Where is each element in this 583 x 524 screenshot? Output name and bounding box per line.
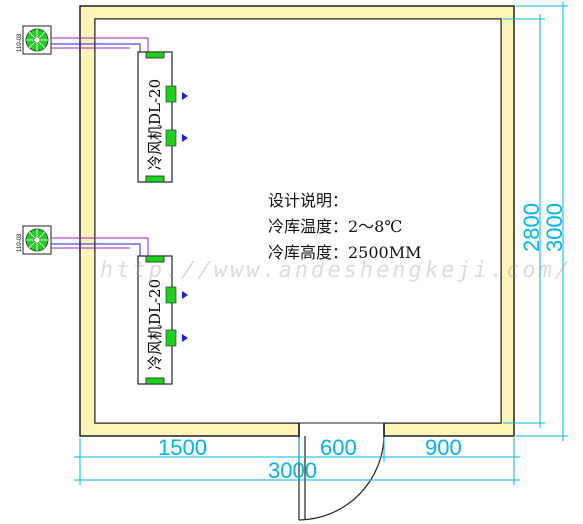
airflow-arrow-icon-2 — [182, 134, 188, 142]
pipe-purple — [51, 237, 149, 256]
airflow-arrow-icon — [182, 92, 188, 100]
dimension-right — [503, 2, 568, 441]
dim-label-600: 600 — [320, 435, 357, 460]
notes-height: 冷库高度：2500MM — [268, 243, 422, 262]
watermark: http://www.andeshengkeji.com/ — [97, 258, 574, 283]
airflow-arrow-icon — [182, 291, 188, 299]
condensing-unit-2: 110-03 — [17, 225, 52, 255]
design-notes: 设计说明： 冷库温度：2～8℃ 冷库高度：2500MM — [268, 188, 422, 266]
cooler-end-bottom — [145, 175, 165, 183]
dim-label-3000-bottom: 3000 — [268, 458, 317, 483]
cooler-fan-1 — [165, 85, 177, 103]
pipes-1 — [51, 37, 149, 52]
cooler-label: 冷风机DL-20 — [146, 79, 164, 170]
condensing-unit-label: 110-03 — [17, 233, 23, 252]
fan-blade-icon — [26, 229, 48, 251]
dim-label-2800: 2800 — [519, 203, 544, 252]
notes-temperature: 冷库温度：2～8℃ — [268, 217, 403, 236]
dim-label-900: 900 — [425, 435, 462, 460]
dim-label-3000-right: 3000 — [542, 203, 567, 252]
pipe-blue — [51, 43, 141, 52]
condensing-unit-label: 110-03 — [17, 33, 23, 52]
door-swing-arc — [298, 435, 385, 521]
fan-blade-icon — [26, 29, 48, 51]
condensing-unit-1: 110-03 — [17, 25, 52, 55]
cooler-end-top — [145, 255, 165, 263]
cooler-body — [137, 51, 173, 183]
airflow-arrow-icon-2 — [182, 334, 188, 342]
pipes-2 — [51, 237, 149, 256]
dim-label-1500: 1500 — [158, 435, 207, 460]
pipe-blue — [51, 243, 141, 256]
cooler-end-bottom — [145, 377, 165, 385]
dimension-bottom — [74, 438, 520, 485]
notes-heading: 设计说明： — [268, 191, 349, 210]
evaporator-cooler-2: 冷风机DL-20 — [137, 255, 188, 385]
cooler-fan-2 — [165, 129, 177, 147]
cooler-fan-2 — [165, 329, 177, 347]
pipe-purple — [51, 37, 149, 52]
cooler-label: 冷风机DL-20 — [146, 279, 164, 370]
cooler-end-top — [145, 51, 165, 59]
evaporator-cooler-1: 冷风机DL-20 — [137, 51, 188, 183]
cooler-fan-1 — [165, 286, 177, 304]
